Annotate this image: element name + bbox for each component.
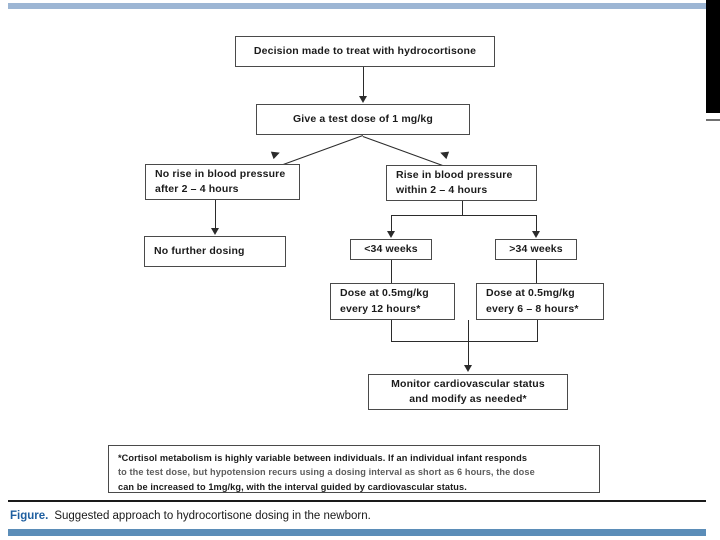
- edge-rise-to-lt34: [391, 215, 392, 232]
- node-rise-line2: within 2 – 4 hours: [396, 184, 488, 196]
- node-no-rise-line1: No rise in blood pressure: [155, 167, 286, 180]
- caption-bottom-bar: [8, 529, 706, 536]
- node-dose-every-12-hours: Dose at 0.5mg/kg every 12 hours*: [330, 283, 455, 320]
- caption-top-rule: [8, 500, 706, 502]
- figure-caption: Figure. Suggested approach to hydrocorti…: [10, 506, 700, 526]
- right-edge-gray-tick: [706, 119, 720, 121]
- edge-doses-merge-bus: [391, 341, 538, 342]
- node-no-further-dosing: No further dosing: [144, 236, 286, 267]
- edge-rise-to-gt34-arrow: [532, 231, 540, 238]
- footnote-line2: to the test dose, but hypotension recurs…: [118, 467, 535, 478]
- edge-rise-stem: [462, 201, 463, 215]
- node-decision: Decision made to treat with hydrocortiso…: [235, 36, 495, 67]
- edge-norise-to-nofurther-arrow: [211, 228, 219, 235]
- top-accent-rule: [8, 3, 706, 9]
- edge-decision-to-testdose: [363, 67, 364, 97]
- edge-testdose-to-norise: [276, 135, 363, 168]
- edge-merge-to-monitor: [468, 320, 469, 366]
- node-test-dose-line1: Give a test dose of 1 mg/kg: [292, 112, 433, 125]
- node-lt34-weeks: <34 weeks: [350, 239, 432, 260]
- node-monitor-cardiovascular-status: Monitor cardiovascular status and modify…: [368, 374, 568, 410]
- edge-rise-to-lt34-arrow: [387, 231, 395, 238]
- edge-rise-to-gt34: [536, 215, 537, 232]
- edge-rise-split-bus: [391, 215, 537, 216]
- node-dose-every-6-8-hours-line1: Dose at 0.5mg/kg: [486, 287, 575, 300]
- node-test-dose: Give a test dose of 1 mg/kg: [256, 104, 470, 135]
- node-no-rise-line2: after 2 – 4 hours: [155, 183, 239, 195]
- footnote-line3: can be increased to 1mg/kg, with the int…: [118, 481, 467, 492]
- node-gt34-weeks: >34 weeks: [495, 239, 577, 260]
- edge-dose68h-drop: [537, 320, 538, 341]
- footnote-line1: *Cortisol metabolism is highly variable …: [118, 453, 528, 463]
- edge-testdose-to-rise-arrow: [438, 148, 450, 160]
- edge-dose12h-drop: [391, 320, 392, 341]
- figure-caption-label: Figure.: [10, 510, 49, 522]
- node-monitor-line1: Monitor cardiovascular status: [391, 377, 545, 390]
- node-decision-line1: Decision made to treat with hydrocortiso…: [253, 44, 477, 57]
- edge-merge-to-monitor-arrow: [464, 365, 472, 372]
- edge-lt34-to-dose12h: [391, 260, 392, 283]
- node-dose-every-12-hours-line2: every 12 hours*: [340, 302, 421, 315]
- figure-caption-text: Suggested approach to hydrocortisone dos…: [54, 510, 371, 522]
- node-lt34-weeks-line1: <34 weeks: [364, 242, 418, 255]
- node-dose-every-6-8-hours-line2: every 6 – 8 hours*: [486, 302, 579, 315]
- edge-gt34-to-dose68h: [536, 260, 537, 283]
- node-dose-every-12-hours-line1: Dose at 0.5mg/kg: [340, 287, 429, 300]
- node-rise: Rise in blood pressure within 2 – 4 hour…: [386, 165, 537, 201]
- edge-decision-to-testdose-arrow: [359, 96, 367, 103]
- node-rise-line1: Rise in blood pressure: [396, 168, 513, 181]
- node-no-further-dosing-line1: No further dosing: [154, 244, 245, 257]
- footnote-box: *Cortisol metabolism is highly variable …: [108, 445, 600, 493]
- node-no-rise: No rise in blood pressure after 2 – 4 ho…: [145, 164, 300, 200]
- edge-norise-to-nofurther: [215, 200, 216, 229]
- node-monitor-line2: and modify as needed*: [409, 393, 527, 405]
- edge-testdose-to-norise-arrow: [270, 148, 282, 160]
- node-dose-every-6-8-hours: Dose at 0.5mg/kg every 6 – 8 hours*: [476, 283, 604, 320]
- node-gt34-weeks-line1: >34 weeks: [509, 242, 563, 255]
- right-edge-black-bar: [706, 0, 720, 113]
- edge-testdose-to-rise: [362, 136, 448, 168]
